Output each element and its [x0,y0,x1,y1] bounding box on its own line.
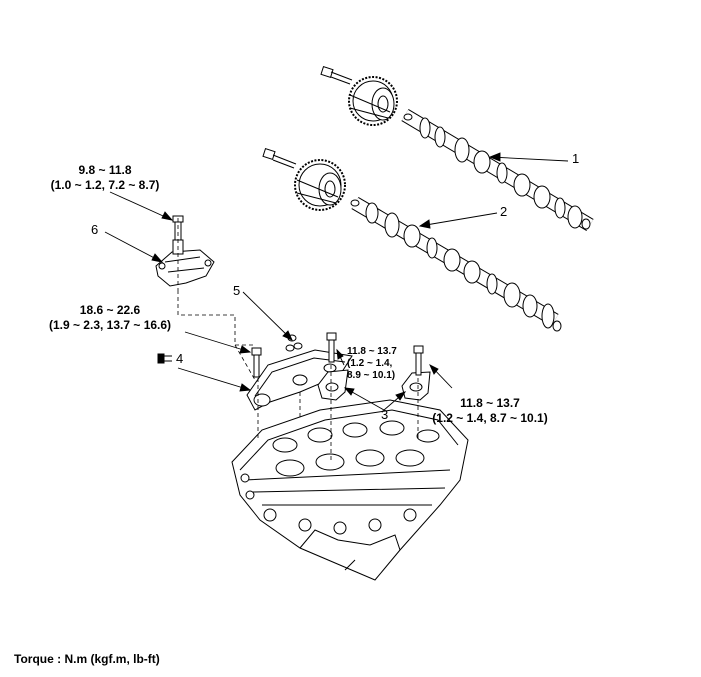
torque-spec-cap-center: 11.8 ~ 13.7 (1.2 ~ 1.4, 8.9 ~ 10.1) [347,346,397,382]
torque-spec-bracket-line1: 9.8 ~ 11.8 [78,163,132,177]
bearing-cap-3a [317,369,349,401]
callout-1: 1 [572,151,580,166]
torque-spec-cap-right-line2: (1.2 ~ 1.4, 8.7 ~ 10.1) [432,411,548,425]
torque-spec-cap-right: 11.8 ~ 13.7 (1.2 ~ 1.4, 8.7 ~ 10.1) [420,396,560,426]
torque-spec-bracket-line2: (1.0 ~ 1.2, 7.2 ~ 8.7) [50,178,160,192]
torque-spec-cap-center-line2: (1.2 ~ 1.4, [347,358,393,369]
torque-spec-bracket: 9.8 ~ 11.8 (1.0 ~ 1.2, 7.2 ~ 8.7) [40,163,170,193]
torque-spec-cap-right-line1: 11.8 ~ 13.7 [460,396,520,410]
callout-5: 5 [233,283,241,298]
sprocket-bolt-lower [262,148,297,169]
bearing-cap-3b [401,371,431,401]
camshaft-upper [401,108,594,232]
clip-symbol-4 [157,353,172,364]
torque-spec-front-cap-line1: 18.6 ~ 22.6 [79,303,141,317]
camshaft-sprocket-upper [348,76,398,126]
camshaft-lower [350,196,562,332]
callout-4: 4 [176,351,184,366]
camshaft-sprocket-lower [294,159,346,211]
sprocket-bolt-upper [320,66,353,85]
bracket-part-6 [155,215,215,287]
torque-spec-front-cap: 18.6 ~ 22.6 (1.9 ~ 2.3, 13.7 ~ 16.6) [30,303,190,333]
torque-units-note: Torque : N.m (kgf.m, lb-ft) [14,652,160,666]
torque-spec-cap-center-line3: 8.9 ~ 10.1) [347,370,396,381]
callout-2: 2 [500,204,508,219]
callout-6: 6 [91,222,99,237]
cap-bolts [251,332,424,378]
torque-spec-cap-center-line1: 11.8 ~ 13.7 [347,346,397,357]
assembly-guide-lines [177,218,419,460]
cylinder-head [231,399,469,581]
callout-3: 3 [381,407,389,422]
leader-lines [104,152,569,411]
torque-spec-front-cap-line2: (1.9 ~ 2.3, 13.7 ~ 16.6) [48,318,172,332]
